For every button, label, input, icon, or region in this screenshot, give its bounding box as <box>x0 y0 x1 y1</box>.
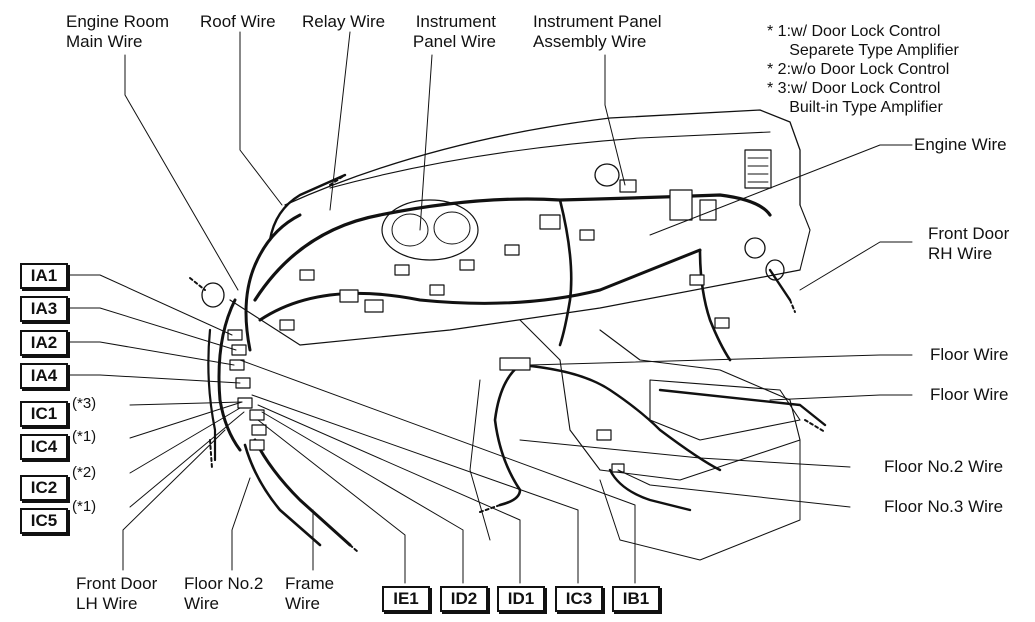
label-instrument-panel-wire: Instrument Panel Wire <box>412 12 496 51</box>
label-roof-wire: Roof Wire <box>200 12 276 31</box>
box-ia3: IA3 <box>20 296 68 322</box>
mark-ic1: (*3) <box>72 395 97 412</box>
label-engine-room-main-wire: Engine Room Main Wire <box>66 12 170 51</box>
mark-ic2: (*2) <box>72 464 97 481</box>
note-3: * 3:w/ Door Lock Control Built-in Type A… <box>767 80 943 116</box>
label-floor-no2-wire-bottom: Floor No.2 Wire <box>184 574 264 613</box>
box-ic3: IC3 <box>555 586 603 612</box>
dashboard-top <box>329 131 771 189</box>
label-front-door-lh-wire: Front Door LH Wire <box>76 574 158 613</box>
label-floor-no2-wire: Floor No.2 Wire <box>884 457 1004 476</box>
label-instrument-panel-assembly-wire: Instrument Panel Assembly Wire <box>533 12 662 51</box>
floor-harness <box>493 363 522 507</box>
vent-right <box>744 149 772 189</box>
mark-ic5: (*1) <box>72 498 97 515</box>
mark-ic4: (*1) <box>72 428 97 445</box>
box-ia1: IA1 <box>20 263 68 289</box>
label-floor-wire-2: Floor Wire <box>930 385 1009 404</box>
label-relay-wire: Relay Wire <box>302 12 386 31</box>
box-ia4: IA4 <box>20 363 68 389</box>
label-engine-wire: Engine Wire <box>914 135 1007 154</box>
front-door-rh-harness <box>768 268 792 302</box>
left-harness <box>217 298 242 452</box>
box-ie1: IE1 <box>382 586 430 612</box>
box-id1: ID1 <box>497 586 545 612</box>
dashboard-outline <box>284 109 801 206</box>
box-id2: ID2 <box>440 586 488 612</box>
box-ic2: IC2 <box>20 475 68 501</box>
meter-cluster <box>381 199 479 261</box>
note-2: * 2:w/o Door Lock Control <box>767 61 950 78</box>
box-ic1: IC1 <box>20 401 68 427</box>
label-frame-wire: Frame Wire <box>285 574 335 613</box>
note-1: * 1:w/ Door Lock Control Separete Type A… <box>767 23 959 59</box>
label-floor-wire-1: Floor Wire <box>930 345 1009 364</box>
box-ib1: IB1 <box>612 586 660 612</box>
label-front-door-rh-wire: Front Door RH Wire <box>928 224 1010 263</box>
main-harness <box>253 193 772 302</box>
roof-harness <box>268 173 347 242</box>
leader-lines <box>61 31 913 584</box>
label-floor-no3-wire: Floor No.3 Wire <box>884 497 1004 516</box>
box-ic4: IC4 <box>20 434 68 460</box>
dashboard-front <box>229 269 801 346</box>
box-ia2: IA2 <box>20 330 68 356</box>
box-ic5: IC5 <box>20 508 68 534</box>
dashboard-right-side <box>799 204 811 271</box>
